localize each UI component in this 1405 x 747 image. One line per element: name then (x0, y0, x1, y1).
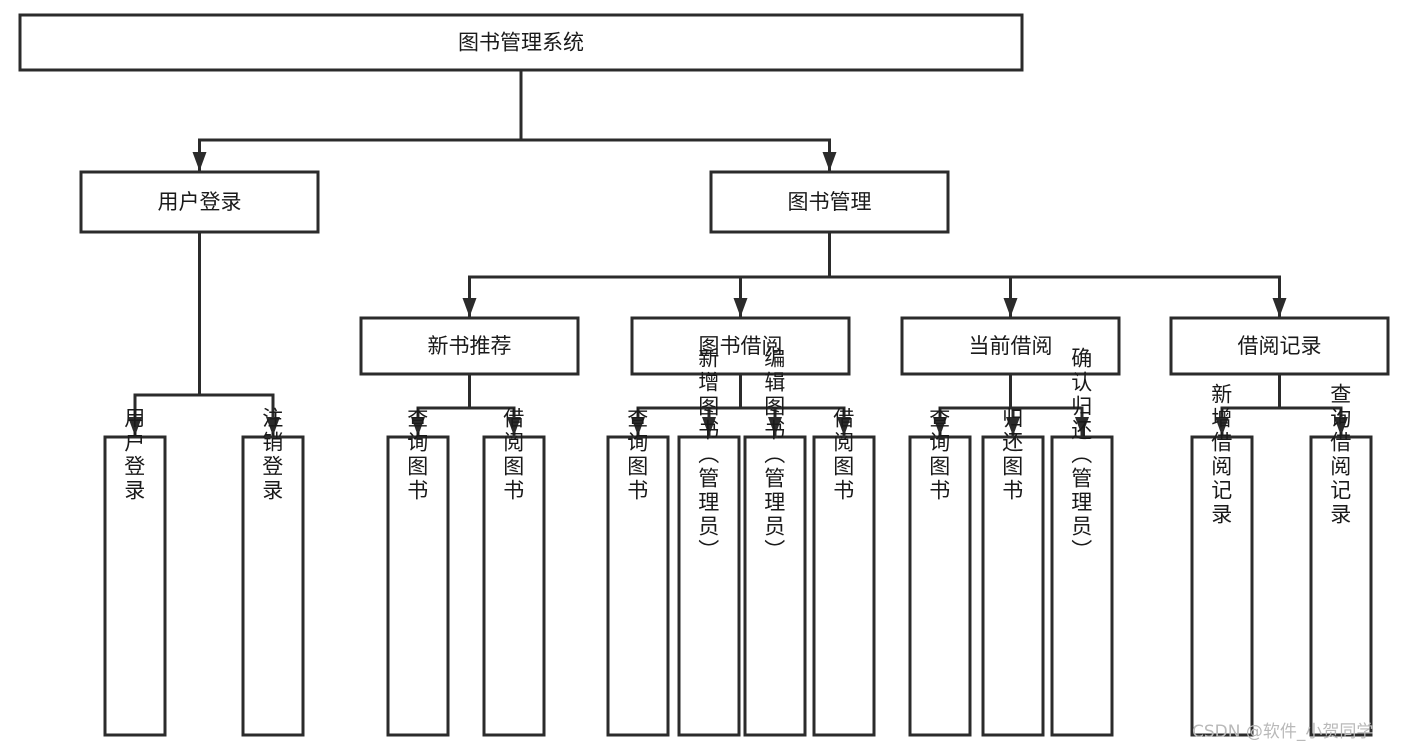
node-level2-0-label: 用户登录 (158, 190, 242, 214)
node-leaf-1-outline (241, 435, 305, 737)
node-leaf-11-outline (1190, 435, 1254, 737)
node-root-label: 图书管理系统 (458, 31, 584, 55)
node-leaf-3-label: 借阅图书 (501, 407, 525, 503)
node-leaf-8-outline (908, 435, 972, 737)
node-leaf-8[interactable]: 查询图书 (908, 407, 972, 737)
arrow-head-icon (411, 417, 425, 436)
node-leaf-8-label: 查询图书 (927, 407, 951, 503)
arrow-head-icon (1075, 417, 1089, 436)
node-leaf-9-outline (981, 435, 1045, 737)
node-leaf-12-label: 查询借阅记录 (1328, 383, 1352, 527)
node-leaf-2[interactable]: 查询图书 (386, 407, 450, 737)
node-level3-3-label: 借阅记录 (1238, 334, 1322, 358)
node-level3-0-outline (359, 316, 580, 376)
arrow-head-icon (733, 298, 748, 317)
node-leaf-12[interactable]: 查询借阅记录 (1309, 383, 1373, 737)
node-leaf-10-outline (1050, 435, 1114, 737)
node-leaf-12-outline (1309, 435, 1373, 737)
arrow-head-icon (128, 417, 142, 436)
node-leaf-7-label: 借阅图书 (831, 407, 855, 503)
arrow-head-icon (1003, 298, 1018, 317)
node-leaf-4-label: 查询图书 (625, 407, 649, 503)
node-root[interactable]: 图书管理系统 (18, 13, 1024, 72)
node-root-outline (18, 13, 1024, 72)
node-leaf-5-outline (677, 435, 741, 737)
node-leaf-3[interactable]: 借阅图书 (482, 407, 546, 737)
arrow-head-icon (631, 417, 645, 436)
node-leaf-0-outline (103, 435, 167, 737)
arrow-head-icon (822, 152, 837, 171)
node-leaf-4-outline (606, 435, 670, 737)
node-leaf-10-label: 确认归还（管理员） (1069, 347, 1093, 563)
node-level2-1[interactable]: 图书管理 (709, 170, 950, 234)
arrow-head-icon (933, 417, 947, 436)
node-leaf-1[interactable]: 注销登录 (241, 407, 305, 737)
node-leaf-6-label: 编辑图书（管理员） (762, 347, 786, 563)
node-level2-1-outline (709, 170, 950, 234)
node-leaf-4[interactable]: 查询图书 (606, 407, 670, 737)
node-level3-2-outline (900, 316, 1121, 376)
arrow-head-icon (1272, 298, 1287, 317)
arrow-head-icon (768, 417, 782, 436)
node-leaf-3-outline (482, 435, 546, 737)
node-leaf-0-label: 用户登录 (122, 407, 146, 503)
node-level3-2[interactable]: 当前借阅 (900, 316, 1121, 376)
arrow-head-icon (507, 417, 521, 436)
node-level3-0-label: 新书推荐 (428, 334, 512, 358)
node-level3-1-outline (630, 316, 851, 376)
node-leaf-9-label: 归还图书 (1000, 407, 1024, 503)
node-leaf-5-label: 新增图书（管理员） (696, 347, 720, 563)
arrow-head-icon (702, 417, 716, 436)
node-leaf-5[interactable]: 新增图书（管理员） (677, 347, 741, 737)
node-leaf-1-label: 注销登录 (260, 407, 284, 503)
node-level2-0[interactable]: 用户登录 (79, 170, 320, 234)
node-leaf-7[interactable]: 借阅图书 (812, 407, 876, 737)
node-level3-3[interactable]: 借阅记录 (1169, 316, 1390, 376)
node-leaf-7-outline (812, 435, 876, 737)
node-level2-1-label: 图书管理 (788, 190, 872, 214)
arrow-head-icon (1215, 417, 1229, 436)
node-leaf-2-outline (386, 435, 450, 737)
node-leaf-9[interactable]: 归还图书 (981, 407, 1045, 737)
arrow-head-icon (1006, 417, 1020, 436)
node-level3-2-label: 当前借阅 (969, 334, 1053, 358)
node-level3-1-label: 图书借阅 (699, 334, 783, 358)
node-level3-3-outline (1169, 316, 1390, 376)
arrow-head-icon (192, 152, 207, 171)
node-leaf-6[interactable]: 编辑图书（管理员） (743, 347, 807, 737)
node-level3-0[interactable]: 新书推荐 (359, 316, 580, 376)
arrow-head-icon (1334, 417, 1348, 436)
node-leaf-11-label: 新增借阅记录 (1209, 383, 1233, 527)
node-leaf-2-label: 查询图书 (405, 407, 429, 503)
node-leaf-0[interactable]: 用户登录 (103, 407, 167, 737)
node-leaf-10[interactable]: 确认归还（管理员） (1050, 347, 1114, 737)
arrow-head-icon (837, 417, 851, 436)
node-leaf-11[interactable]: 新增借阅记录 (1190, 383, 1254, 737)
arrow-head-icon (462, 298, 477, 317)
node-level3-1[interactable]: 图书借阅 (630, 316, 851, 376)
node-level2-0-outline (79, 170, 320, 234)
arrow-head-icon (266, 417, 280, 436)
node-leaf-6-outline (743, 435, 807, 737)
